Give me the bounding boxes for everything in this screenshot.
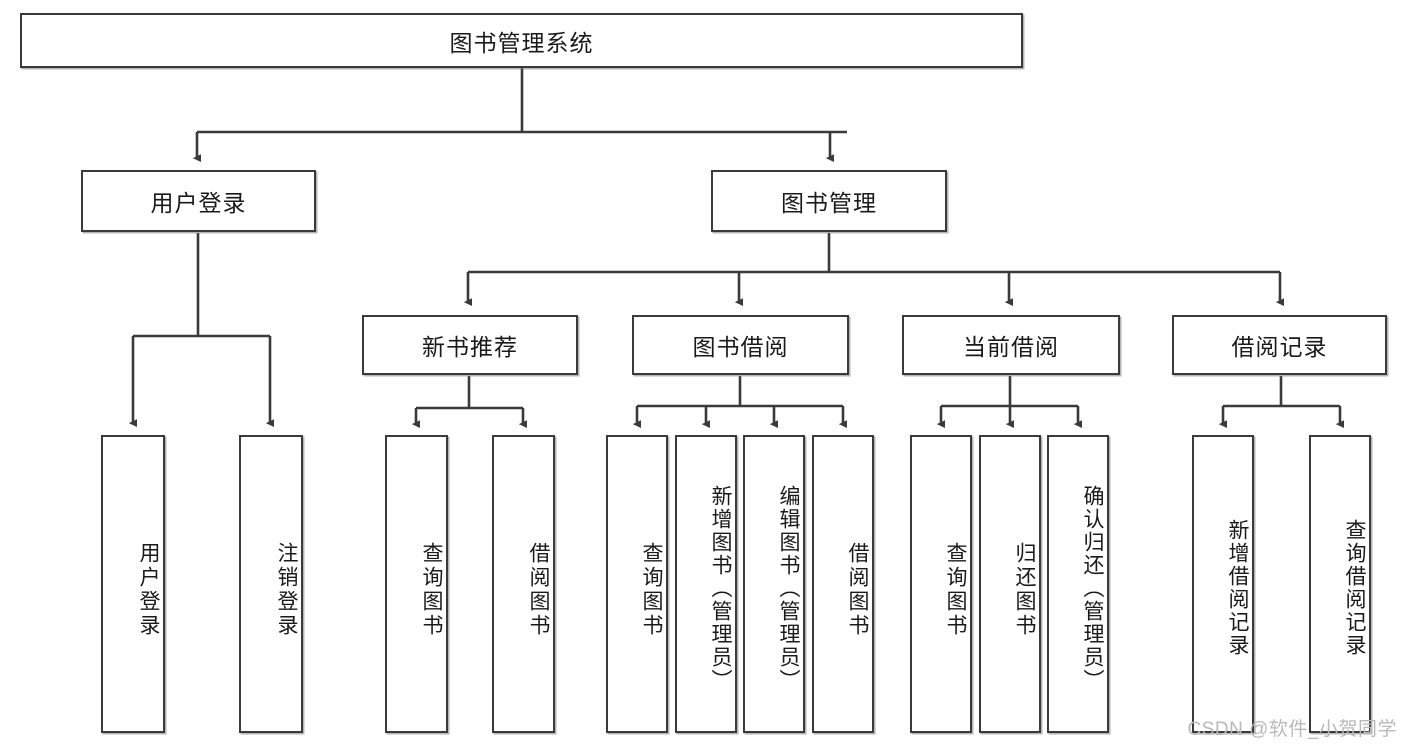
leaf-bb-query-book[interactable]: 查询图书 <box>606 435 668 733</box>
leaf-nb-borrow-book[interactable]: 借阅图书 <box>492 435 555 733</box>
leaf-cb-query-book[interactable]: 查询图书 <box>910 435 972 733</box>
node-borrow-record[interactable]: 借阅记录 <box>1172 315 1387 375</box>
leaf-br-add-record[interactable]: 新增借阅记录 <box>1192 435 1254 733</box>
leaf-logout[interactable]: 注销登录 <box>239 435 303 733</box>
node-label: 借阅图书 <box>846 542 869 638</box>
leaf-bb-edit-book-admin[interactable]: 编辑图书（管理员） <box>743 435 805 733</box>
node-current-borrow[interactable]: 当前借阅 <box>902 315 1120 375</box>
leaf-br-query-record[interactable]: 查询借阅记录 <box>1309 435 1371 733</box>
node-label: 查询图书 <box>944 542 967 638</box>
node-label: 查询图书 <box>420 542 443 638</box>
node-user-login[interactable]: 用户登录 <box>81 170 316 232</box>
leaf-cb-confirm-return-admin[interactable]: 确认归还（管理员） <box>1047 435 1109 733</box>
node-label: 新增图书（管理员） <box>709 484 732 692</box>
leaf-user-login[interactable]: 用户登录 <box>101 435 165 733</box>
node-label: 查询图书 <box>640 542 663 638</box>
node-label: 图书管理 <box>781 190 877 216</box>
node-book-management[interactable]: 图书管理 <box>711 170 947 232</box>
node-label: 归还图书 <box>1013 542 1036 638</box>
node-label: 借阅图书 <box>527 542 550 638</box>
leaf-bb-borrow-book[interactable]: 借阅图书 <box>812 435 874 733</box>
node-label: 借阅记录 <box>1231 334 1328 360</box>
node-root-book-management-system[interactable]: 图书管理系统 <box>20 13 1023 68</box>
node-label: 编辑图书（管理员） <box>777 484 800 692</box>
node-label: 确认归还（管理员） <box>1081 484 1104 692</box>
node-label: 注销登录 <box>275 542 298 638</box>
node-new-book-recommend[interactable]: 新书推荐 <box>362 315 578 375</box>
node-label: 新书推荐 <box>422 334 518 360</box>
node-book-borrow[interactable]: 图书借阅 <box>632 315 849 375</box>
node-label: 当前借阅 <box>963 334 1059 360</box>
leaf-cb-return-book[interactable]: 归还图书 <box>979 435 1041 733</box>
node-label: 图书借阅 <box>692 334 789 360</box>
watermark-text: CSDN @软件_小贺同学 <box>1187 719 1397 740</box>
leaf-bb-add-book-admin[interactable]: 新增图书（管理员） <box>675 435 737 733</box>
node-label: 用户登录 <box>137 542 160 638</box>
leaf-nb-query-book[interactable]: 查询图书 <box>385 435 448 733</box>
node-label: 用户登录 <box>150 190 247 216</box>
node-label: 查询借阅记录 <box>1343 519 1366 657</box>
node-label: 新增借阅记录 <box>1226 519 1249 657</box>
node-label: 图书管理系统 <box>449 29 594 56</box>
